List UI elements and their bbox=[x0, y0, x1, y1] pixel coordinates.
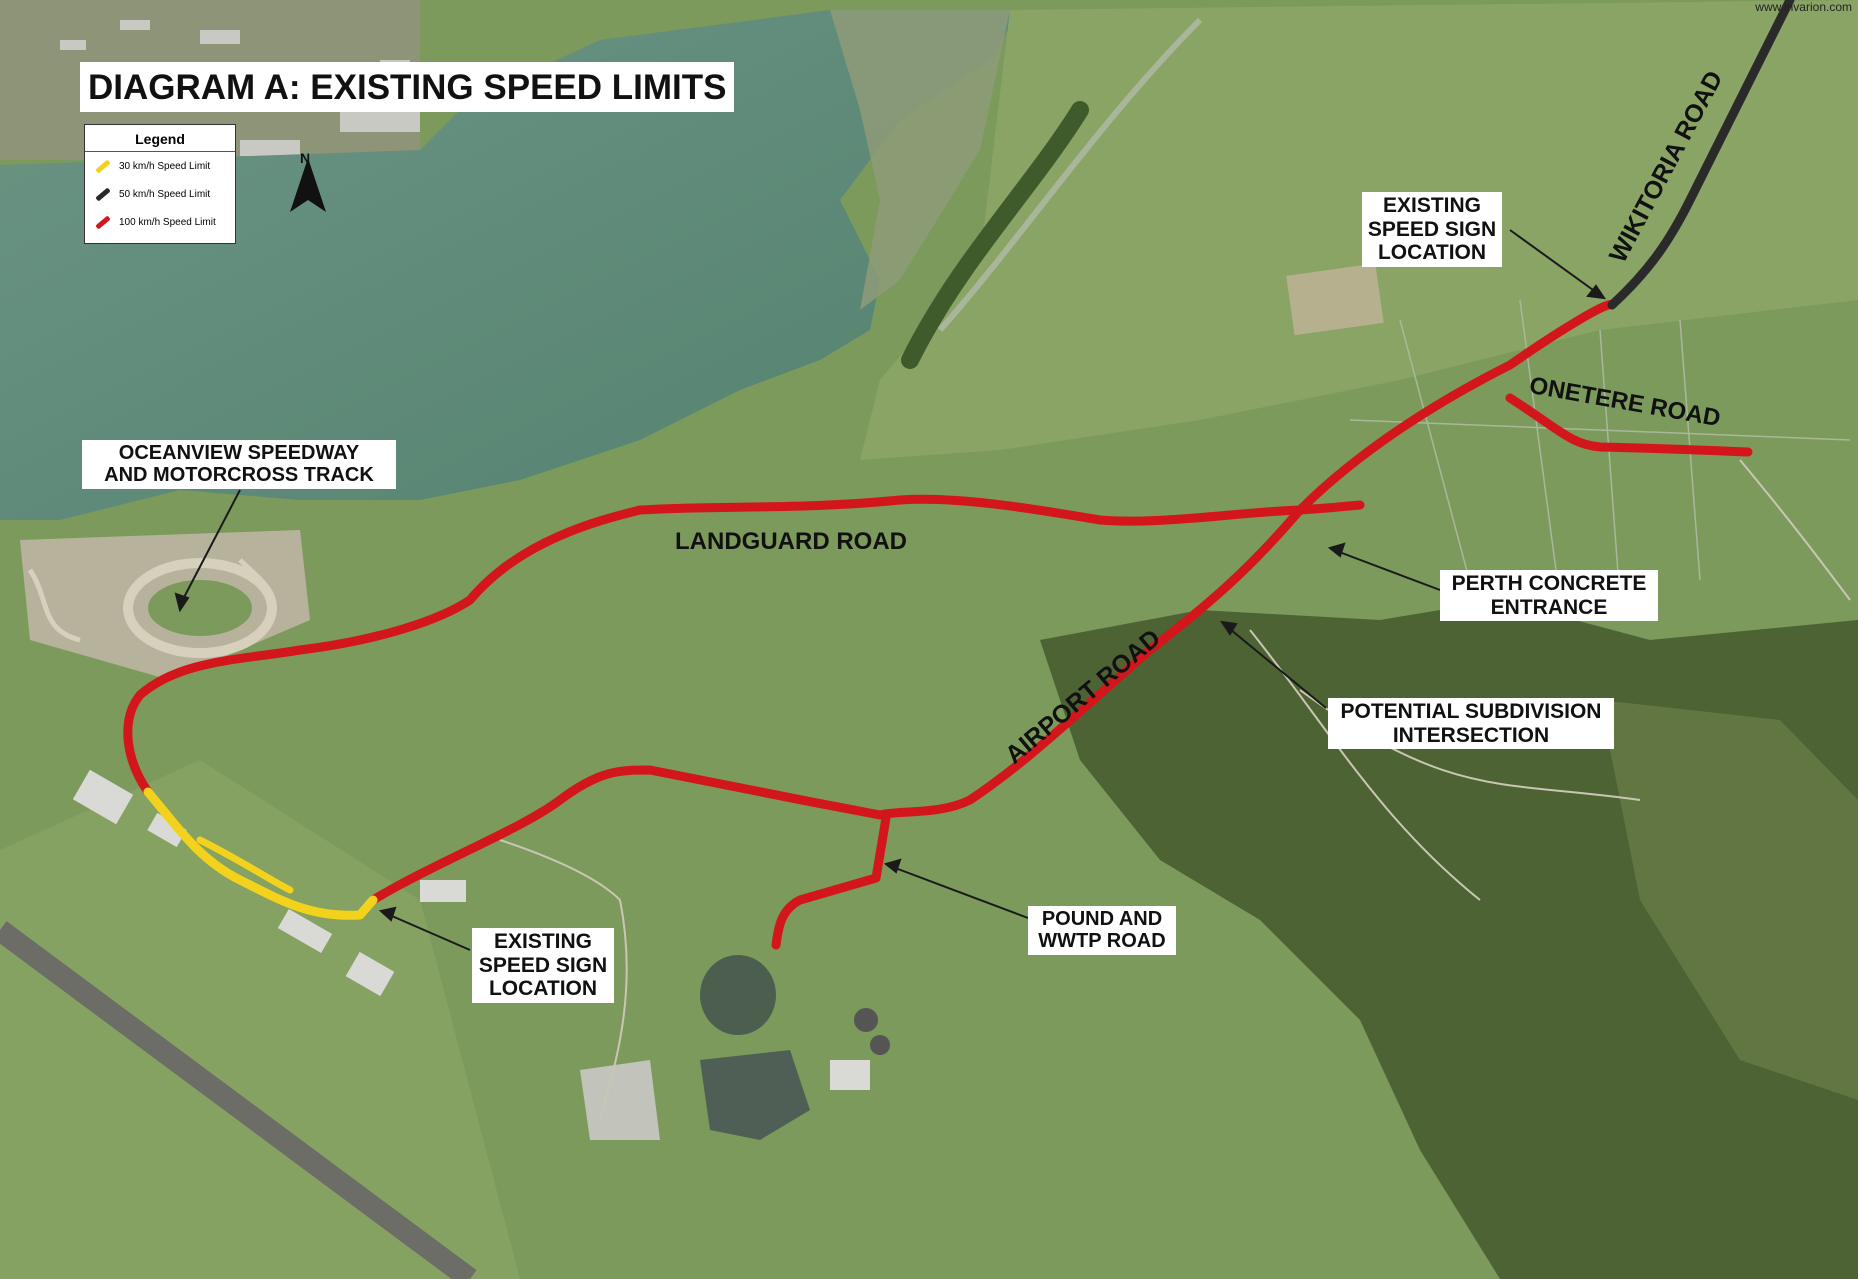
callout-speedway-line-1: OCEANVIEW SPEEDWAY bbox=[118, 442, 360, 464]
airport-road-line bbox=[368, 300, 1617, 905]
legend-label-30kmh: 30 km/h Speed Limit bbox=[119, 160, 211, 172]
mudflat bbox=[830, 10, 1010, 310]
callout-speedway-line-2: AND MOTORCROSS TRACK bbox=[104, 464, 374, 487]
tree-line bbox=[901, 101, 1089, 369]
forest-edge bbox=[1600, 700, 1858, 1100]
callout-sign-north-line-2: SPEED SIGN bbox=[1367, 217, 1497, 241]
legend-label-100kmh: 100 km/h Speed Limit bbox=[119, 216, 216, 228]
callout-pound-wwtp: POUND AND WWTP ROAD bbox=[1028, 906, 1176, 955]
legend-swatch-50kmh bbox=[95, 186, 111, 202]
speedway bbox=[20, 530, 310, 680]
wwtp-ponds bbox=[580, 955, 890, 1140]
legend-swatch-100kmh bbox=[95, 214, 111, 230]
callout-arrows bbox=[174, 229, 1607, 951]
onetere-road-line bbox=[1505, 393, 1753, 457]
callout-perth-concrete: PERTH CONCRETE ENTRANCE bbox=[1440, 570, 1658, 622]
roads-30kmh bbox=[143, 787, 378, 920]
pound-wwtp-road-line bbox=[771, 813, 891, 950]
callout-perth-line-2: ENTRANCE bbox=[1490, 595, 1608, 619]
wikitoria-road-50kmh bbox=[1607, 0, 1795, 310]
callout-pound-line-1: POUND AND bbox=[1041, 908, 1163, 930]
callout-pound-line-2: WWTP ROAD bbox=[1038, 930, 1166, 953]
legend-label-50kmh: 50 km/h Speed Limit bbox=[119, 188, 211, 200]
legend: Legend 30 km/h Speed Limit 50 km/h Speed… bbox=[84, 124, 236, 244]
north-arrow-icon bbox=[290, 158, 326, 212]
watermark: www.invarion.com bbox=[1755, 0, 1852, 14]
callout-perth-line-1: PERTH CONCRETE bbox=[1451, 572, 1647, 595]
legend-item-50kmh: 50 km/h Speed Limit bbox=[85, 180, 235, 208]
legend-item-30kmh: 30 km/h Speed Limit bbox=[85, 152, 235, 180]
callout-speedway: OCEANVIEW SPEEDWAY AND MOTORCROSS TRACK bbox=[82, 440, 396, 489]
landguard-road-line bbox=[123, 494, 1365, 797]
legend-title: Legend bbox=[85, 125, 235, 152]
callout-subdivision-line-1: POTENTIAL SUBDIVISION bbox=[1340, 700, 1602, 723]
callout-sign-south-line-2: SPEED SIGN bbox=[478, 953, 608, 977]
callout-sign-north-line-3: LOCATION bbox=[1377, 241, 1487, 265]
legend-item-100kmh: 100 km/h Speed Limit bbox=[85, 208, 235, 236]
callout-existing-sign-south: EXISTING SPEED SIGN LOCATION bbox=[472, 928, 614, 1003]
callout-sign-south-line-1: EXISTING bbox=[493, 930, 593, 953]
field-light bbox=[1286, 263, 1384, 336]
runway bbox=[0, 921, 477, 1279]
callout-subdivision-line-2: INTERSECTION bbox=[1392, 723, 1550, 747]
river-channel bbox=[937, 17, 1203, 332]
road-label-landguard: LANDGUARD ROAD bbox=[675, 528, 907, 555]
roads-100kmh bbox=[123, 300, 1753, 950]
callout-sign-north-line-1: EXISTING bbox=[1382, 194, 1482, 217]
legend-swatch-30kmh bbox=[95, 158, 111, 174]
callout-potential-subdivision: POTENTIAL SUBDIVISION INTERSECTION bbox=[1328, 698, 1614, 750]
harbour-water bbox=[0, 10, 1020, 520]
callout-existing-sign-north: EXISTING SPEED SIGN LOCATION bbox=[1362, 192, 1502, 267]
north-letter: N bbox=[300, 150, 311, 166]
farm-tracks bbox=[499, 459, 1851, 1121]
diagram-title: DIAGRAM A: EXISTING SPEED LIMITS bbox=[80, 62, 735, 112]
callout-sign-south-line-3: LOCATION bbox=[488, 977, 598, 1001]
airport-buildings bbox=[72, 769, 466, 997]
river-land bbox=[860, 0, 1858, 460]
